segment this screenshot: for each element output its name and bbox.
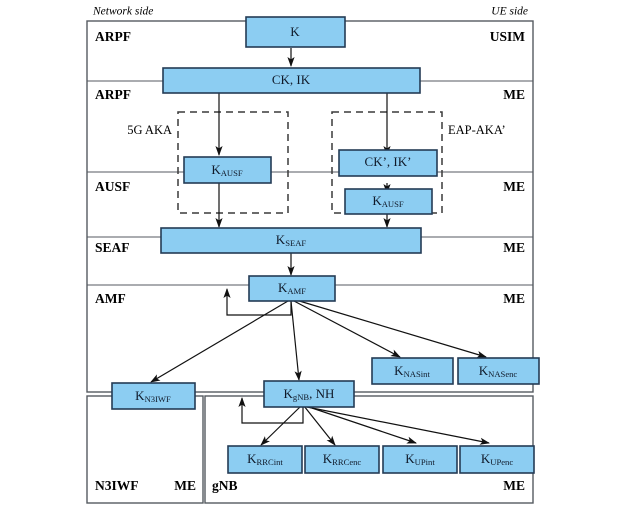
key-box-ck-ik[interactable]: CK, IK <box>162 67 421 94</box>
tier-label-right-me-4: ME <box>503 291 525 306</box>
network-side-label: Network side <box>92 6 153 18</box>
tier-label-right-me-2: ME <box>503 179 525 194</box>
edge-kgnb-to-kupint <box>305 405 417 444</box>
key-box-kausf-left-base: K <box>211 162 221 177</box>
key-box-knasint-base: K <box>394 363 404 378</box>
key-box-krrcint-sub: RRCint <box>257 457 284 467</box>
key-box-kn3iwf[interactable]: KN3IWF <box>111 382 196 410</box>
key-box-kupint-base: K <box>405 451 415 466</box>
edge-kgnb-to-krrcenc <box>303 405 336 446</box>
key-box-kausf-left[interactable]: KAUSF <box>183 156 272 184</box>
svg-text:KgNB, NH: KgNB, NH <box>284 386 335 402</box>
key-box-kausf-right[interactable]: KAUSF <box>344 188 433 215</box>
key-box-k[interactable]: K <box>245 16 346 48</box>
key-box-kamf-base: K <box>278 280 288 295</box>
key-box-kseaf-base: K <box>276 232 286 247</box>
key-box-krrcint[interactable]: KRRCint <box>227 445 303 474</box>
edge-kamf-to-kgnb <box>290 300 302 381</box>
svg-text:KRRCenc: KRRCenc <box>323 451 362 467</box>
key-box-knasenc-sub: NASenc <box>488 369 517 379</box>
group-5g-aka <box>177 111 289 214</box>
key-box-ck-ik-prime-label: CK’, IK’ <box>365 154 412 169</box>
tier-label-left-seaf: SEAF <box>95 240 130 255</box>
key-box-kamf[interactable]: KAMF <box>248 275 336 302</box>
key-box-kausf-left-sub: AUSF <box>221 168 243 178</box>
svg-text:KNASint: KNASint <box>394 363 430 379</box>
tier-label-left-arpf-2: ARPF <box>95 87 131 102</box>
key-box-kupenc[interactable]: KUPenc <box>459 445 535 474</box>
svg-text:KN3IWF: KN3IWF <box>135 388 171 404</box>
key-box-k-label: K <box>290 24 300 39</box>
svg-text:KAUSF: KAUSF <box>372 193 404 209</box>
key-box-ck-ik-prime[interactable]: CK’, IK’ <box>338 149 438 177</box>
tier-label-right-usim: USIM <box>490 29 526 44</box>
key-box-kupenc-base: K <box>481 451 491 466</box>
edge-kgnb-to-kupenc <box>306 406 490 445</box>
svg-text:KAMF: KAMF <box>278 280 306 296</box>
tier-label-n3iwf: N3IWF <box>95 478 139 493</box>
tier-label-n3iwf-me: ME <box>174 478 196 493</box>
key-box-kn3iwf-sub: N3IWF <box>145 394 171 404</box>
key-box-knasenc-base: K <box>479 363 489 378</box>
protocol-label-eap-aka: EAP-AKA’ <box>448 123 506 137</box>
key-box-krrcenc-sub: RRCenc <box>332 457 361 467</box>
svg-text:KAUSF: KAUSF <box>211 162 243 178</box>
tier-label-gnb: gNB <box>212 478 238 493</box>
svg-text:KRRCint: KRRCint <box>247 451 283 467</box>
tier-label-left-ausf: AUSF <box>95 179 130 194</box>
key-box-kgnb-suffix: , NH <box>309 386 334 401</box>
edge-kamf-to-knasint <box>293 300 401 358</box>
key-box-krrcenc[interactable]: KRRCenc <box>304 445 380 474</box>
svg-text:KSEAF: KSEAF <box>276 232 307 248</box>
key-box-kgnb-sub: gNB <box>293 392 310 402</box>
key-box-krrcint-base: K <box>247 451 257 466</box>
key-box-kupint[interactable]: KUPint <box>382 445 458 474</box>
key-box-kamf-sub: AMF <box>287 286 306 296</box>
key-box-kgnb-base: K <box>284 386 294 401</box>
tier-label-gnb-me: ME <box>503 478 525 493</box>
edge-kgnb-to-krrcint <box>260 405 302 446</box>
svg-text:KUPint: KUPint <box>405 451 435 467</box>
key-box-kseaf[interactable]: KSEAF <box>160 227 422 254</box>
tier-label-left-arpf-1: ARPF <box>95 29 131 44</box>
edge-kamf-to-kn3iwf <box>150 300 289 383</box>
key-box-kupenc-sub: UPenc <box>490 457 513 467</box>
key-box-kgnb-nh[interactable]: KgNB, NH <box>263 380 355 408</box>
key-box-kausf-right-sub: AUSF <box>382 199 404 209</box>
edge-kamf-to-knasenc <box>295 299 487 358</box>
protocol-label-5g-aka: 5G AKA <box>127 123 172 137</box>
key-box-kausf-right-base: K <box>372 193 382 208</box>
key-box-kseaf-sub: SEAF <box>285 238 306 248</box>
svg-text:KUPenc: KUPenc <box>481 451 513 467</box>
svg-text:KNASenc: KNASenc <box>479 363 518 379</box>
key-box-knasint-sub: NASint <box>404 369 431 379</box>
key-box-knasenc[interactable]: KNASenc <box>457 357 540 385</box>
key-box-kn3iwf-base: K <box>135 388 145 403</box>
key-box-kupint-sub: UPint <box>415 457 436 467</box>
key-box-krrcenc-base: K <box>323 451 333 466</box>
key-box-ck-ik-label: CK, IK <box>272 72 311 87</box>
ue-side-label: UE side <box>491 6 528 18</box>
edge-kgnb-self-loop <box>238 397 304 424</box>
tier-label-left-amf: AMF <box>95 291 126 306</box>
tier-label-right-me-1: ME <box>503 87 525 102</box>
tier-label-right-me-3: ME <box>503 240 525 255</box>
key-box-knasint[interactable]: KNASint <box>371 357 454 385</box>
edge-kamf-self-loop <box>223 288 292 316</box>
